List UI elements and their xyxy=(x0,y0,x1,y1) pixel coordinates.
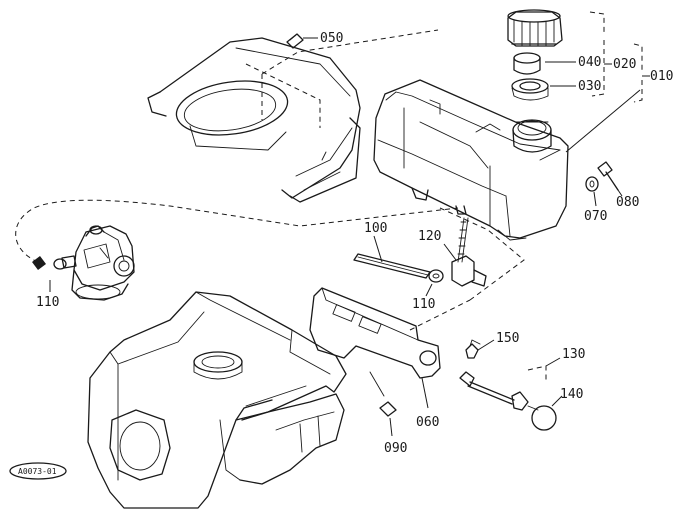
label-110-left: 110 xyxy=(36,295,59,310)
washer-070 xyxy=(585,176,599,207)
label-050: 050 xyxy=(320,31,343,46)
diagram-id-text: A0073-01 xyxy=(18,467,57,476)
label-060: 060 xyxy=(416,415,439,430)
choke-cable-130 xyxy=(459,357,561,411)
bolt-080 xyxy=(597,161,623,197)
label-070: 070 xyxy=(584,209,607,224)
fuel-cap xyxy=(507,9,563,47)
carburetor xyxy=(61,225,135,301)
label-010: 010 xyxy=(650,69,673,84)
fuel-cock-120 xyxy=(443,217,487,287)
label-080: 080 xyxy=(616,195,639,210)
engine-shroud xyxy=(147,29,439,203)
choke-knob-140 xyxy=(527,395,563,431)
label-110-right: 110 xyxy=(412,297,435,312)
cap-filter xyxy=(513,52,541,75)
bolt-050 xyxy=(286,33,318,49)
fuel-line-path xyxy=(439,207,525,301)
label-040: 040 xyxy=(578,55,601,70)
label-140: 140 xyxy=(560,387,583,402)
label-020: 020 xyxy=(613,57,636,72)
diagram-id-badge: A0073-01 xyxy=(9,462,67,480)
clip-150 xyxy=(465,339,495,359)
assembly-brackets xyxy=(565,11,650,153)
fuel-line-dotted xyxy=(15,199,459,263)
label-120: 120 xyxy=(418,229,441,244)
label-030: 030 xyxy=(578,79,601,94)
label-100: 100 xyxy=(364,221,387,236)
clamp-110-left xyxy=(32,256,67,292)
clamp-110-right xyxy=(425,269,444,297)
bolt-090 xyxy=(369,371,397,437)
label-130: 130 xyxy=(562,347,585,362)
tank-bracket-060 xyxy=(309,287,441,409)
fuel-tank xyxy=(373,79,569,241)
label-090: 090 xyxy=(384,441,407,456)
cap-gasket xyxy=(511,78,549,101)
engine-housing xyxy=(87,291,347,509)
label-150: 150 xyxy=(496,331,519,346)
